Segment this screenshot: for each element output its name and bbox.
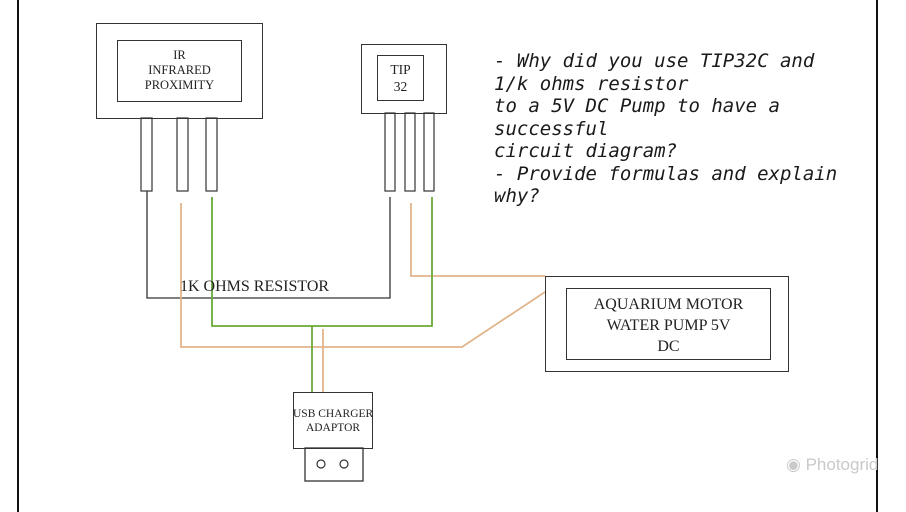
black-wire	[146, 190, 391, 299]
tip32-inner	[377, 55, 424, 101]
ir-pin-3	[205, 117, 218, 192]
usb-label: USB CHARGER ADAPTOR	[293, 407, 373, 435]
ir-label-line-2: INFRARED	[148, 63, 211, 77]
ir-sensor-inner	[117, 40, 242, 102]
tip-pin-2	[404, 112, 416, 192]
orange-wire-tip-to-pump	[410, 203, 545, 277]
frame-left-border	[17, 0, 19, 512]
question-line-4: successful	[494, 117, 609, 140]
pump-inner	[566, 288, 771, 360]
orange-wire-ir-to-pump	[180, 203, 546, 348]
resistor-label: 1K OHMS RESISTOR	[180, 278, 330, 295]
pump-line-3: DC	[657, 338, 680, 355]
tip-pin-1	[384, 112, 396, 192]
tip32-label: TIP 32	[377, 61, 424, 95]
ir-sensor-label: IR INFRARED PROXIMITY	[117, 48, 242, 93]
ir-pin-2	[176, 117, 189, 192]
usb-adaptor-box	[293, 392, 373, 449]
question-line-3: to a 5V DC Pump to have a	[494, 95, 780, 117]
question-line-2: 1/k ohms resistor	[494, 72, 689, 95]
usb-line-2: ADAPTOR	[305, 422, 361, 434]
pump-label: AQUARIUM MOTOR WATER PUMP 5V DC	[566, 294, 771, 357]
pump-line-2: WATER PUMP 5V	[606, 317, 731, 334]
ir-pin-1	[140, 117, 153, 192]
tip32-line-1: TIP	[390, 62, 411, 77]
pump-line-1: AQUARIUM MOTOR	[593, 296, 744, 313]
ir-label-line-1: IR	[173, 48, 186, 62]
question-line-5: circuit diagram?	[494, 140, 678, 162]
photogrid-watermark: ◉ Photogrid	[786, 455, 878, 475]
pump-outer	[545, 276, 789, 372]
usb-plug-hole-left	[316, 459, 326, 469]
question-text: - Why did you use TIP32C and 1/k ohms re…	[494, 50, 838, 208]
tip32-line-2: 32	[393, 79, 408, 94]
frame-right-border	[876, 0, 878, 512]
usb-plug	[304, 447, 364, 482]
green-wire	[211, 197, 433, 327]
ir-sensor-outer	[96, 23, 263, 119]
tip32-outer	[361, 44, 447, 114]
question-line-7: why?	[494, 185, 540, 207]
usb-line-1: USB CHARGER	[293, 408, 374, 420]
question-line-1: - Why did you use TIP32C and	[494, 50, 815, 72]
watermark-text: Photogrid	[805, 455, 879, 474]
camera-icon: ◉	[786, 455, 801, 474]
tip-pin-3	[423, 112, 435, 192]
question-line-6: - Provide formulas and explain	[494, 162, 838, 185]
ir-label-line-3: PROXIMITY	[144, 78, 215, 92]
usb-plug-hole-right	[339, 459, 349, 469]
